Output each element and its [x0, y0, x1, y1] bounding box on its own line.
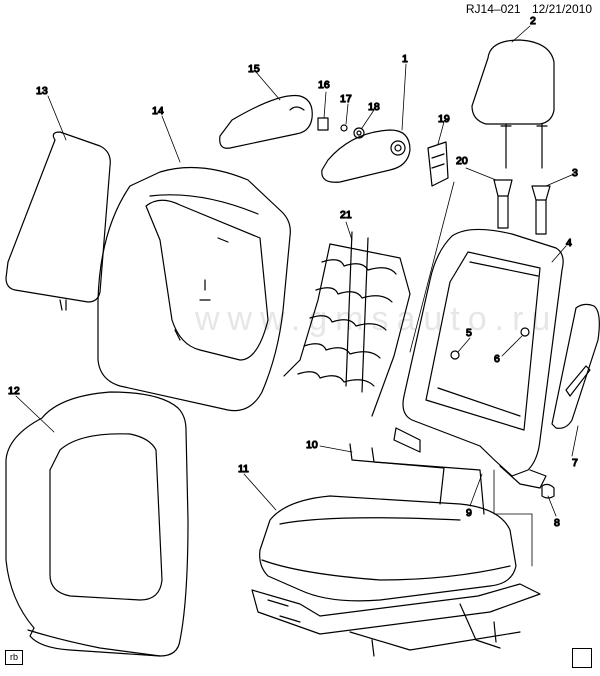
callout-19: 19 — [438, 113, 450, 125]
armrest-bolt — [317, 117, 329, 131]
headrest-guide-3 — [531, 185, 551, 201]
rod-10 — [349, 443, 445, 505]
callout-21: 21 — [340, 209, 352, 221]
callout-6: 6 — [494, 353, 500, 365]
gm-logo — [572, 648, 592, 668]
callout-18: 18 — [368, 101, 380, 113]
diagram-date: 12/21/2010 — [531, 2, 592, 16]
seat-track — [251, 583, 541, 635]
callout-8: 8 — [554, 517, 560, 529]
rod-9 — [371, 447, 485, 515]
callout-5: 5 — [466, 327, 472, 339]
headrest — [471, 39, 555, 125]
seatback-frame — [402, 228, 564, 477]
callout-10: 10 — [306, 439, 318, 451]
bolt-5 — [450, 350, 460, 360]
callout-7: 7 — [572, 457, 578, 469]
diagram-code: RJ14–021 — [465, 2, 521, 16]
callout-9: 9 — [466, 507, 472, 519]
washer-17 — [340, 124, 348, 132]
callout-20: 20 — [456, 155, 468, 167]
callout-13: 13 — [36, 85, 48, 97]
rb-tag: rb — [5, 650, 23, 665]
callout-16: 16 — [318, 79, 330, 91]
callout-17: 17 — [340, 93, 352, 105]
watermark: www.gmsauto.ru — [195, 300, 559, 338]
spring-mat — [283, 231, 411, 417]
callout-15: 15 — [248, 63, 260, 75]
callout-2: 2 — [530, 15, 536, 27]
callout-1: 1 — [402, 53, 408, 65]
callout-11: 11 — [238, 463, 249, 475]
washer-18 — [353, 127, 365, 139]
armrest-cover — [219, 94, 313, 149]
seat-cushion — [259, 495, 517, 602]
side-panel — [551, 303, 600, 429]
seatback-cushion — [97, 166, 291, 412]
diagram-header: RJ14–021 12/21/2010 — [458, 2, 592, 16]
callout-12: 12 — [8, 385, 20, 397]
callout-3: 3 — [572, 167, 578, 179]
cap-8 — [541, 483, 555, 499]
leader-lines — [15, 25, 579, 517]
callout-4: 4 — [566, 237, 572, 249]
rear-back-panel — [5, 131, 111, 303]
headrest-guide-20 — [493, 179, 513, 197]
callout-labels: 1 2 3 4 5 6 7 8 9 10 11 12 13 14 15 16 1… — [7, 14, 578, 529]
nut-6 — [520, 327, 530, 337]
seatback-rear-cover — [5, 391, 189, 657]
armrest — [321, 129, 411, 183]
callout-14: 14 — [152, 105, 164, 117]
armrest-bracket — [427, 141, 449, 187]
